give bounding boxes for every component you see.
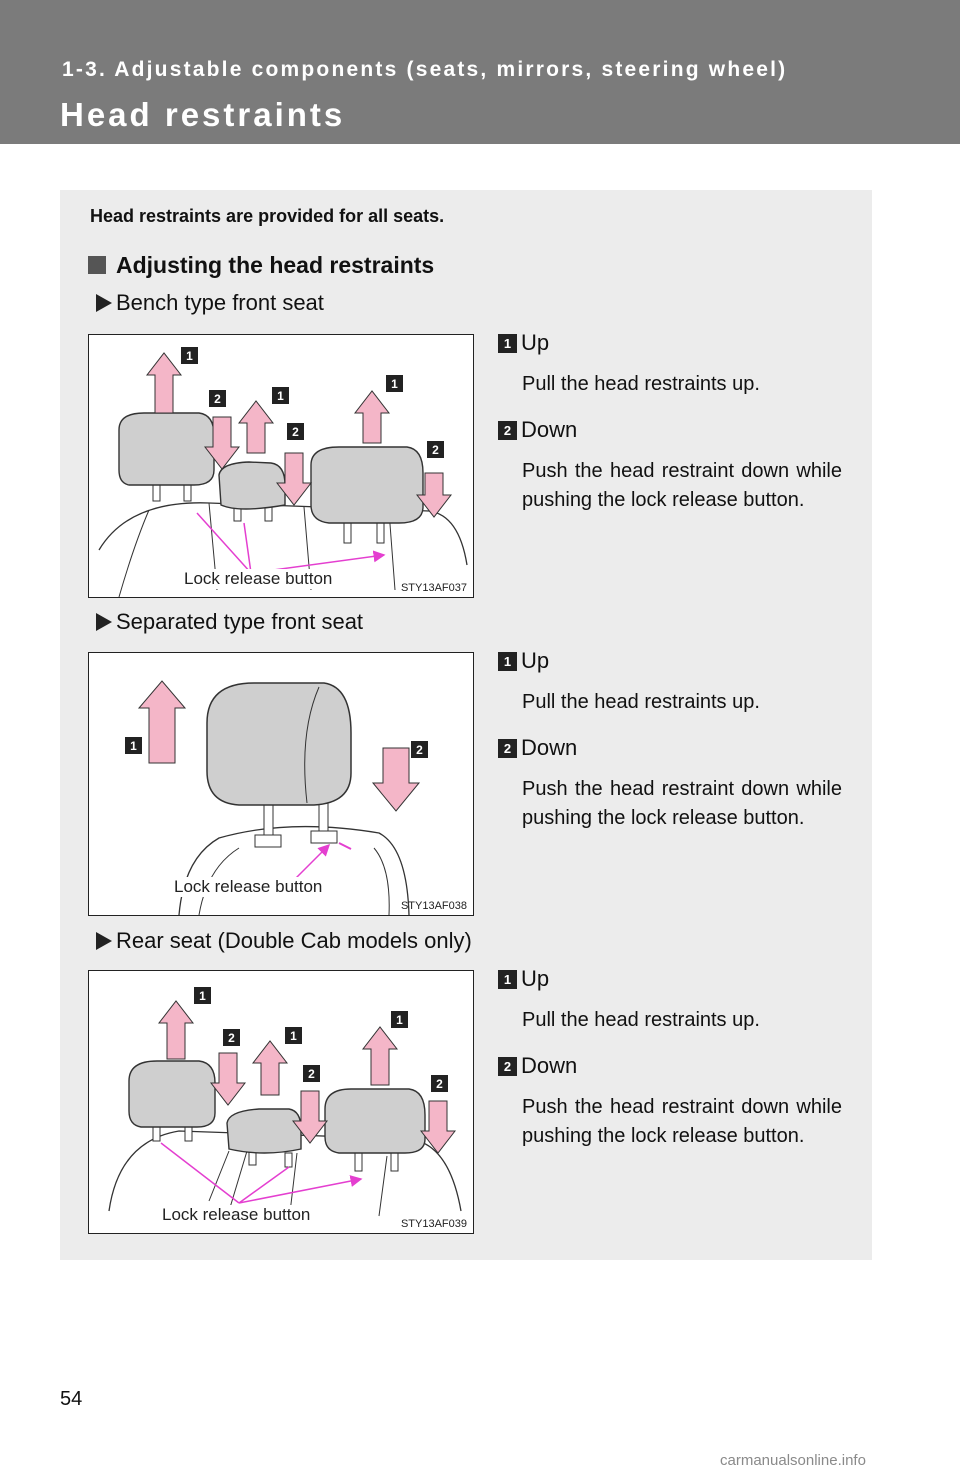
step-title: Down [521,735,578,760]
svg-text:1: 1 [396,1013,403,1027]
watermark: carmanualsonline.info [720,1452,866,1469]
lock-release-callout: Lock release button [183,569,334,589]
subheading-text: Adjusting the head restraints [116,252,435,278]
variant-label-text: Bench type front seat [116,290,324,315]
svg-text:2: 2 [416,743,423,757]
step-description: Push the head restraint down while pushi… [522,460,842,511]
figure-code: STY13AF038 [400,900,467,912]
step-title: Down [521,1053,578,1078]
svg-text:2: 2 [214,392,221,406]
page-header: 1-3. Adjustable components (seats, mirro… [0,0,960,144]
step-description: Pull the head restraints up. [522,1009,760,1031]
variant-label-separated: Separated type front seat [96,609,363,635]
figure-code: STY13AF037 [400,582,467,594]
step-number-badge: 1 [498,970,517,989]
step-number-badge: 1 [498,652,517,671]
svg-text:2: 2 [308,1067,315,1081]
step-title: Up [521,966,550,991]
triangle-bullet-icon [96,613,112,631]
figure-bench-seat: 1 2 1 2 1 2 Lock release button STY13AF0… [88,334,474,598]
step-description: Push the head restraint down while pushi… [522,1096,842,1147]
step-number-badge: 2 [498,1057,517,1076]
rear-seat-illustration: 1 2 1 2 1 2 [108,987,462,1222]
section-label: 1-3. Adjustable components (seats, mirro… [62,58,788,81]
step-description: Pull the head restraints up. [522,373,760,395]
variant-label-rear: Rear seat (Double Cab models only) [96,928,472,954]
page-title: Head restraints [60,96,346,133]
bench-seat-illustration: 1 2 1 2 1 2 [98,347,468,597]
variant-label-bench: Bench type front seat [96,290,324,316]
step-description: Push the head restraint down while pushi… [522,778,842,829]
figure-rear-seat: 1 2 1 2 1 2 Lock release button STY13AF0… [88,970,474,1234]
step-number-badge: 2 [498,421,517,440]
step-description: Pull the head restraints up. [522,691,760,713]
variant-label-text: Rear seat (Double Cab models only) [116,928,472,953]
lock-release-callout: Lock release button [173,877,324,897]
step-title: Up [521,330,550,355]
square-bullet-icon [88,256,106,274]
figure-code: STY13AF039 [400,1218,467,1230]
svg-text:2: 2 [436,1077,443,1091]
svg-text:1: 1 [186,349,193,363]
triangle-bullet-icon [96,932,112,950]
svg-text:2: 2 [432,443,439,457]
triangle-bullet-icon [96,294,112,312]
step-number-badge: 1 [498,334,517,353]
svg-text:1: 1 [290,1029,297,1043]
intro-text: Head restraints are provided for all sea… [90,206,445,226]
page-number: 54 [60,1388,83,1410]
variant-label-text: Separated type front seat [116,609,364,634]
step-title: Down [521,417,578,442]
lock-release-callout: Lock release button [161,1205,312,1225]
svg-text:2: 2 [228,1031,235,1045]
figure-separated-seat: 1 2 Lock release button STY13AF038 [88,652,474,916]
step-number-badge: 2 [498,739,517,758]
svg-text:2: 2 [292,425,299,439]
step-title: Up [521,648,550,673]
separated-seat-illustration: 1 2 [125,680,428,915]
svg-text:1: 1 [391,377,398,391]
svg-text:1: 1 [130,739,137,753]
svg-text:1: 1 [277,389,284,403]
svg-text:1: 1 [199,989,206,1003]
subheading: Adjusting the head restraints [88,252,434,279]
